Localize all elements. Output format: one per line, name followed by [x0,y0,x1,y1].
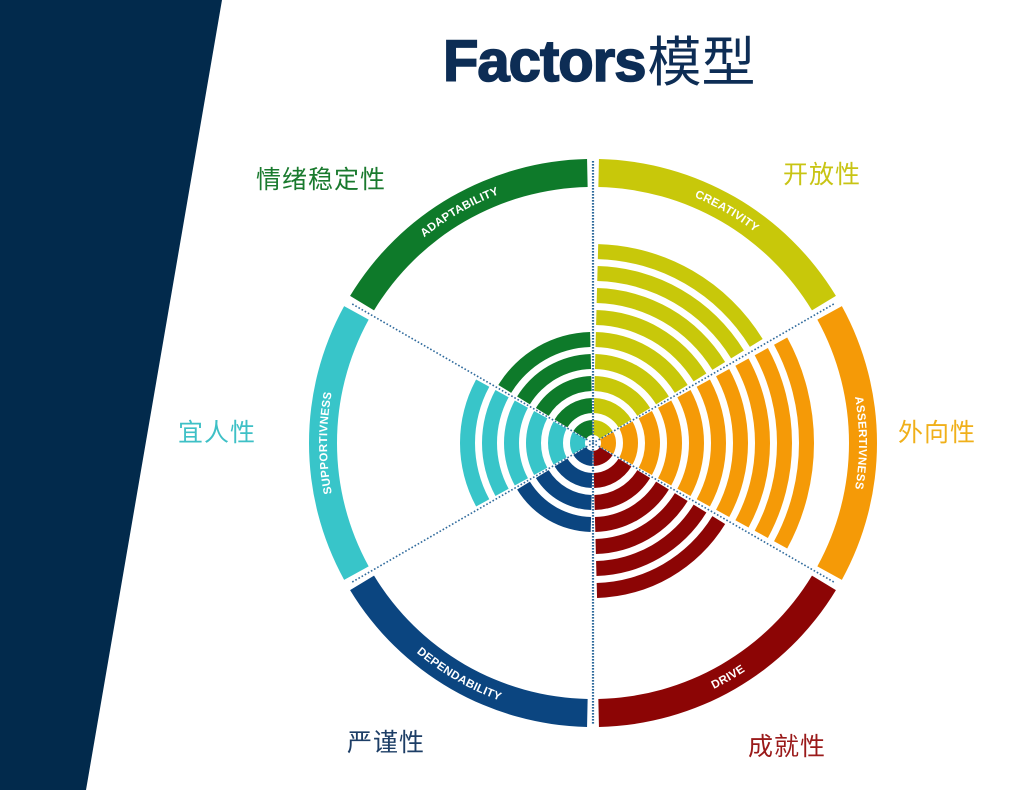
score-ring [593,398,632,428]
score-ring [619,421,639,465]
score-ring [774,337,815,549]
factor-sector-creativity: CREATIVITY [593,159,836,439]
score-ring [595,332,688,393]
score-ring [548,421,567,465]
score-ring [594,376,651,416]
cn-label-supportiveness: 宜人性 [178,418,257,447]
score-ring [481,390,509,496]
score-ring [600,432,616,454]
score-ring [498,332,591,393]
cn-label-dependability: 严谨性 [347,728,426,757]
score-ring [696,379,726,507]
cn-label-drive: 成就性 [748,732,827,761]
score-ring [593,447,613,466]
divider-diagonal [351,303,835,583]
title-latin: Factors [442,28,647,95]
score-ring [596,516,726,598]
score-ring [573,420,593,439]
score-ring [597,266,744,359]
score-ring [554,398,593,428]
score-ring [735,358,770,528]
score-ring [554,458,593,488]
score-ring [596,288,726,370]
score-ring [596,504,707,576]
page-title: Factors 模型 [442,18,755,95]
outer-band-adaptability [350,159,588,311]
band-label-supportiveness: SUPPORTIVNESS [318,391,335,495]
cn-label-adaptability: 情绪稳定性 [256,165,387,194]
divider-lines [351,161,835,725]
score-ring [570,432,586,454]
factor-sector-drive: DRIVE [593,447,836,727]
factor-sector-supportiveness: SUPPORTIVNESS [308,306,586,580]
score-ring [638,411,660,475]
score-ring [593,458,632,488]
score-ring [535,470,592,510]
score-ring [594,470,651,510]
score-ring [594,354,669,405]
score-ring [526,411,548,475]
cn-label-creativity: 开放性 [783,160,862,189]
score-ring [754,348,793,538]
score-ring [459,379,490,507]
score-ring [596,310,707,382]
title-cjk: 模型 [647,31,756,94]
score-ring [573,447,593,466]
score-ring [593,420,613,439]
outer-band-dependability [350,575,588,727]
factor-sector-assertiveness: ASSERTIVNESS [600,306,877,580]
score-ring [535,376,592,416]
score-ring [595,493,688,554]
outer-band-drive [598,575,836,727]
outer-band-creativity [598,159,836,311]
score-ring [658,400,682,486]
outer-band-assertiveness [817,306,877,580]
outer-band-supportiveness [308,306,369,580]
score-ring [517,354,592,405]
score-ring [597,244,763,347]
score-ring [517,481,592,532]
score-ring [594,481,669,532]
score-ring [716,369,748,517]
score-ring [677,390,704,496]
cn-label-assertiveness: 外向性 [898,418,977,447]
band-label-assertiveness: ASSERTIVNESS [852,395,868,490]
band-label-dependability: DEPENDABILITY [415,646,503,704]
score-ring [504,400,528,486]
